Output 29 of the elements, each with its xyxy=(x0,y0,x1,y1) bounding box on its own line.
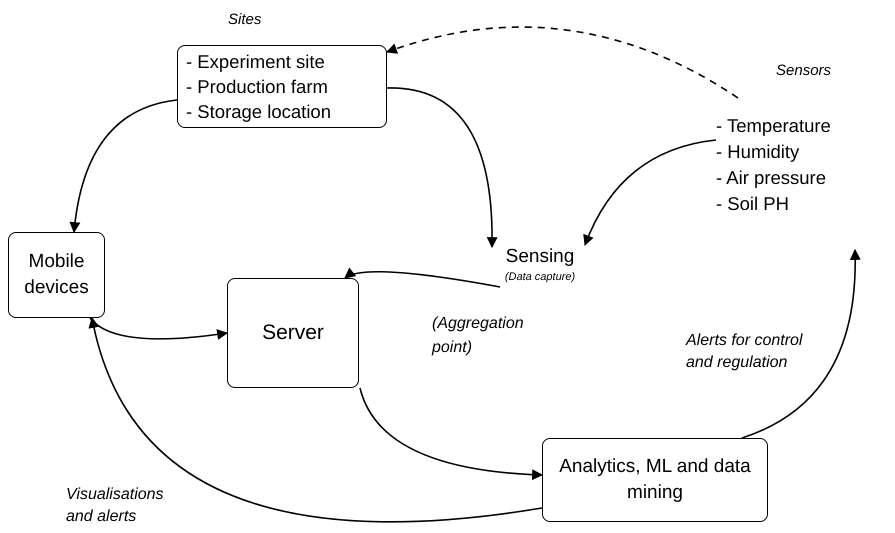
arrow xyxy=(386,87,498,248)
list-item: - Humidity xyxy=(716,140,800,164)
annotation: (Aggregation point) xyxy=(432,314,525,358)
box-label: Analytics, ML and data mining xyxy=(558,455,752,505)
box-label: Mobile devices xyxy=(23,250,90,300)
arrow xyxy=(89,317,228,340)
edge-label: Visualisations and alerts xyxy=(66,485,165,527)
process-box xyxy=(542,438,768,522)
arrow xyxy=(359,388,544,480)
list-item: - Temperature xyxy=(716,114,832,138)
list-item: - Production farm xyxy=(186,75,329,99)
list-item: - Air pressure xyxy=(716,166,828,190)
heading: Sites xyxy=(228,10,262,30)
arrow xyxy=(386,26,738,99)
subtitle: (Data capture) xyxy=(504,270,576,285)
arrow xyxy=(344,268,500,288)
process-box xyxy=(8,232,105,318)
box-label: Server xyxy=(262,320,324,346)
edge-label: Alerts for control and regulation xyxy=(686,331,804,373)
arrow xyxy=(584,139,716,246)
process-box xyxy=(227,278,359,388)
node-title: Sensing xyxy=(506,245,574,269)
list-item: - Storage location xyxy=(186,100,332,124)
list-item: - Experiment site xyxy=(186,50,326,74)
arrow xyxy=(742,248,860,439)
list-item: - Soil PH xyxy=(716,192,790,216)
heading: Sensors xyxy=(776,61,832,81)
arrow xyxy=(89,316,542,522)
arrow xyxy=(70,99,178,234)
